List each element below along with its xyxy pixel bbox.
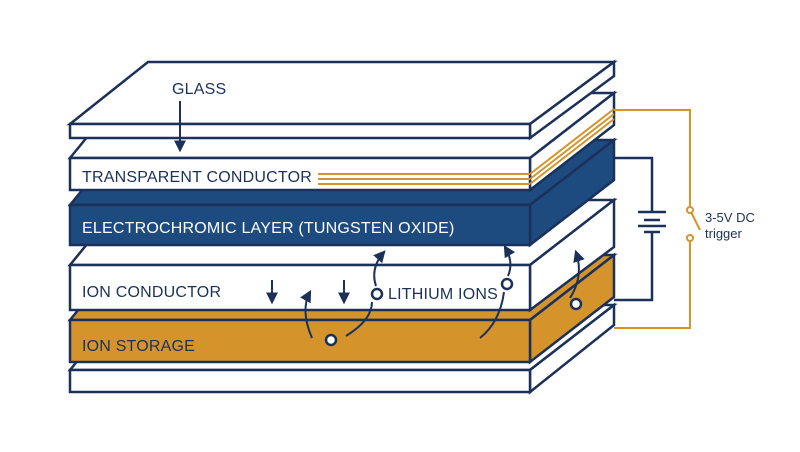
lithium-ion-circle-icon bbox=[370, 287, 384, 301]
top-glass-layer: GLASS bbox=[66, 59, 618, 141]
transparent-conductor-label: TRANSPARENT CONDUCTOR bbox=[82, 169, 312, 186]
battery-circuit bbox=[614, 156, 666, 302]
lithium-ions-label: LITHIUM IONS bbox=[388, 286, 498, 303]
conductor-traces bbox=[318, 108, 615, 185]
trigger-circuit bbox=[614, 109, 701, 329]
voltage-label: 3-5V DC bbox=[705, 210, 755, 225]
trigger-label: trigger bbox=[705, 226, 743, 241]
electrochromic-layer-label: ELECTROCHROMIC LAYER (TUNGSTEN OXIDE) bbox=[82, 220, 454, 237]
ion-storage-label: ION STORAGE bbox=[82, 338, 195, 355]
lithium-ion-circle-icon bbox=[500, 277, 514, 291]
battery-icon bbox=[638, 210, 666, 234]
lithium-ion-circles bbox=[324, 277, 583, 347]
ion-paths bbox=[300, 244, 585, 339]
lithium-ion-circle-icon bbox=[569, 297, 583, 311]
lithium-ion-circle-icon bbox=[324, 333, 338, 347]
glass-label: GLASS bbox=[172, 81, 226, 98]
ion-conductor-label: ION CONDUCTOR bbox=[82, 284, 221, 301]
